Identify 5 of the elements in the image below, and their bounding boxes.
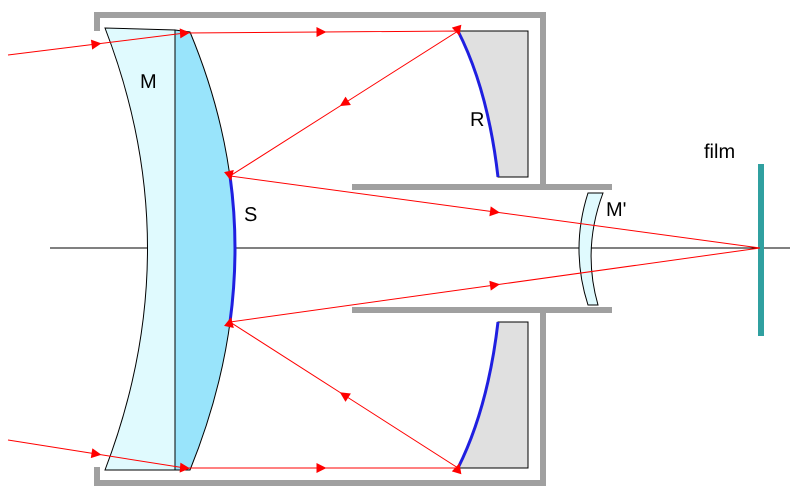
part-label: M <box>140 72 157 92</box>
part-label: R <box>470 110 484 130</box>
part-label: S <box>244 205 258 225</box>
part-label: M' <box>606 200 626 220</box>
part-label: film <box>704 142 736 162</box>
